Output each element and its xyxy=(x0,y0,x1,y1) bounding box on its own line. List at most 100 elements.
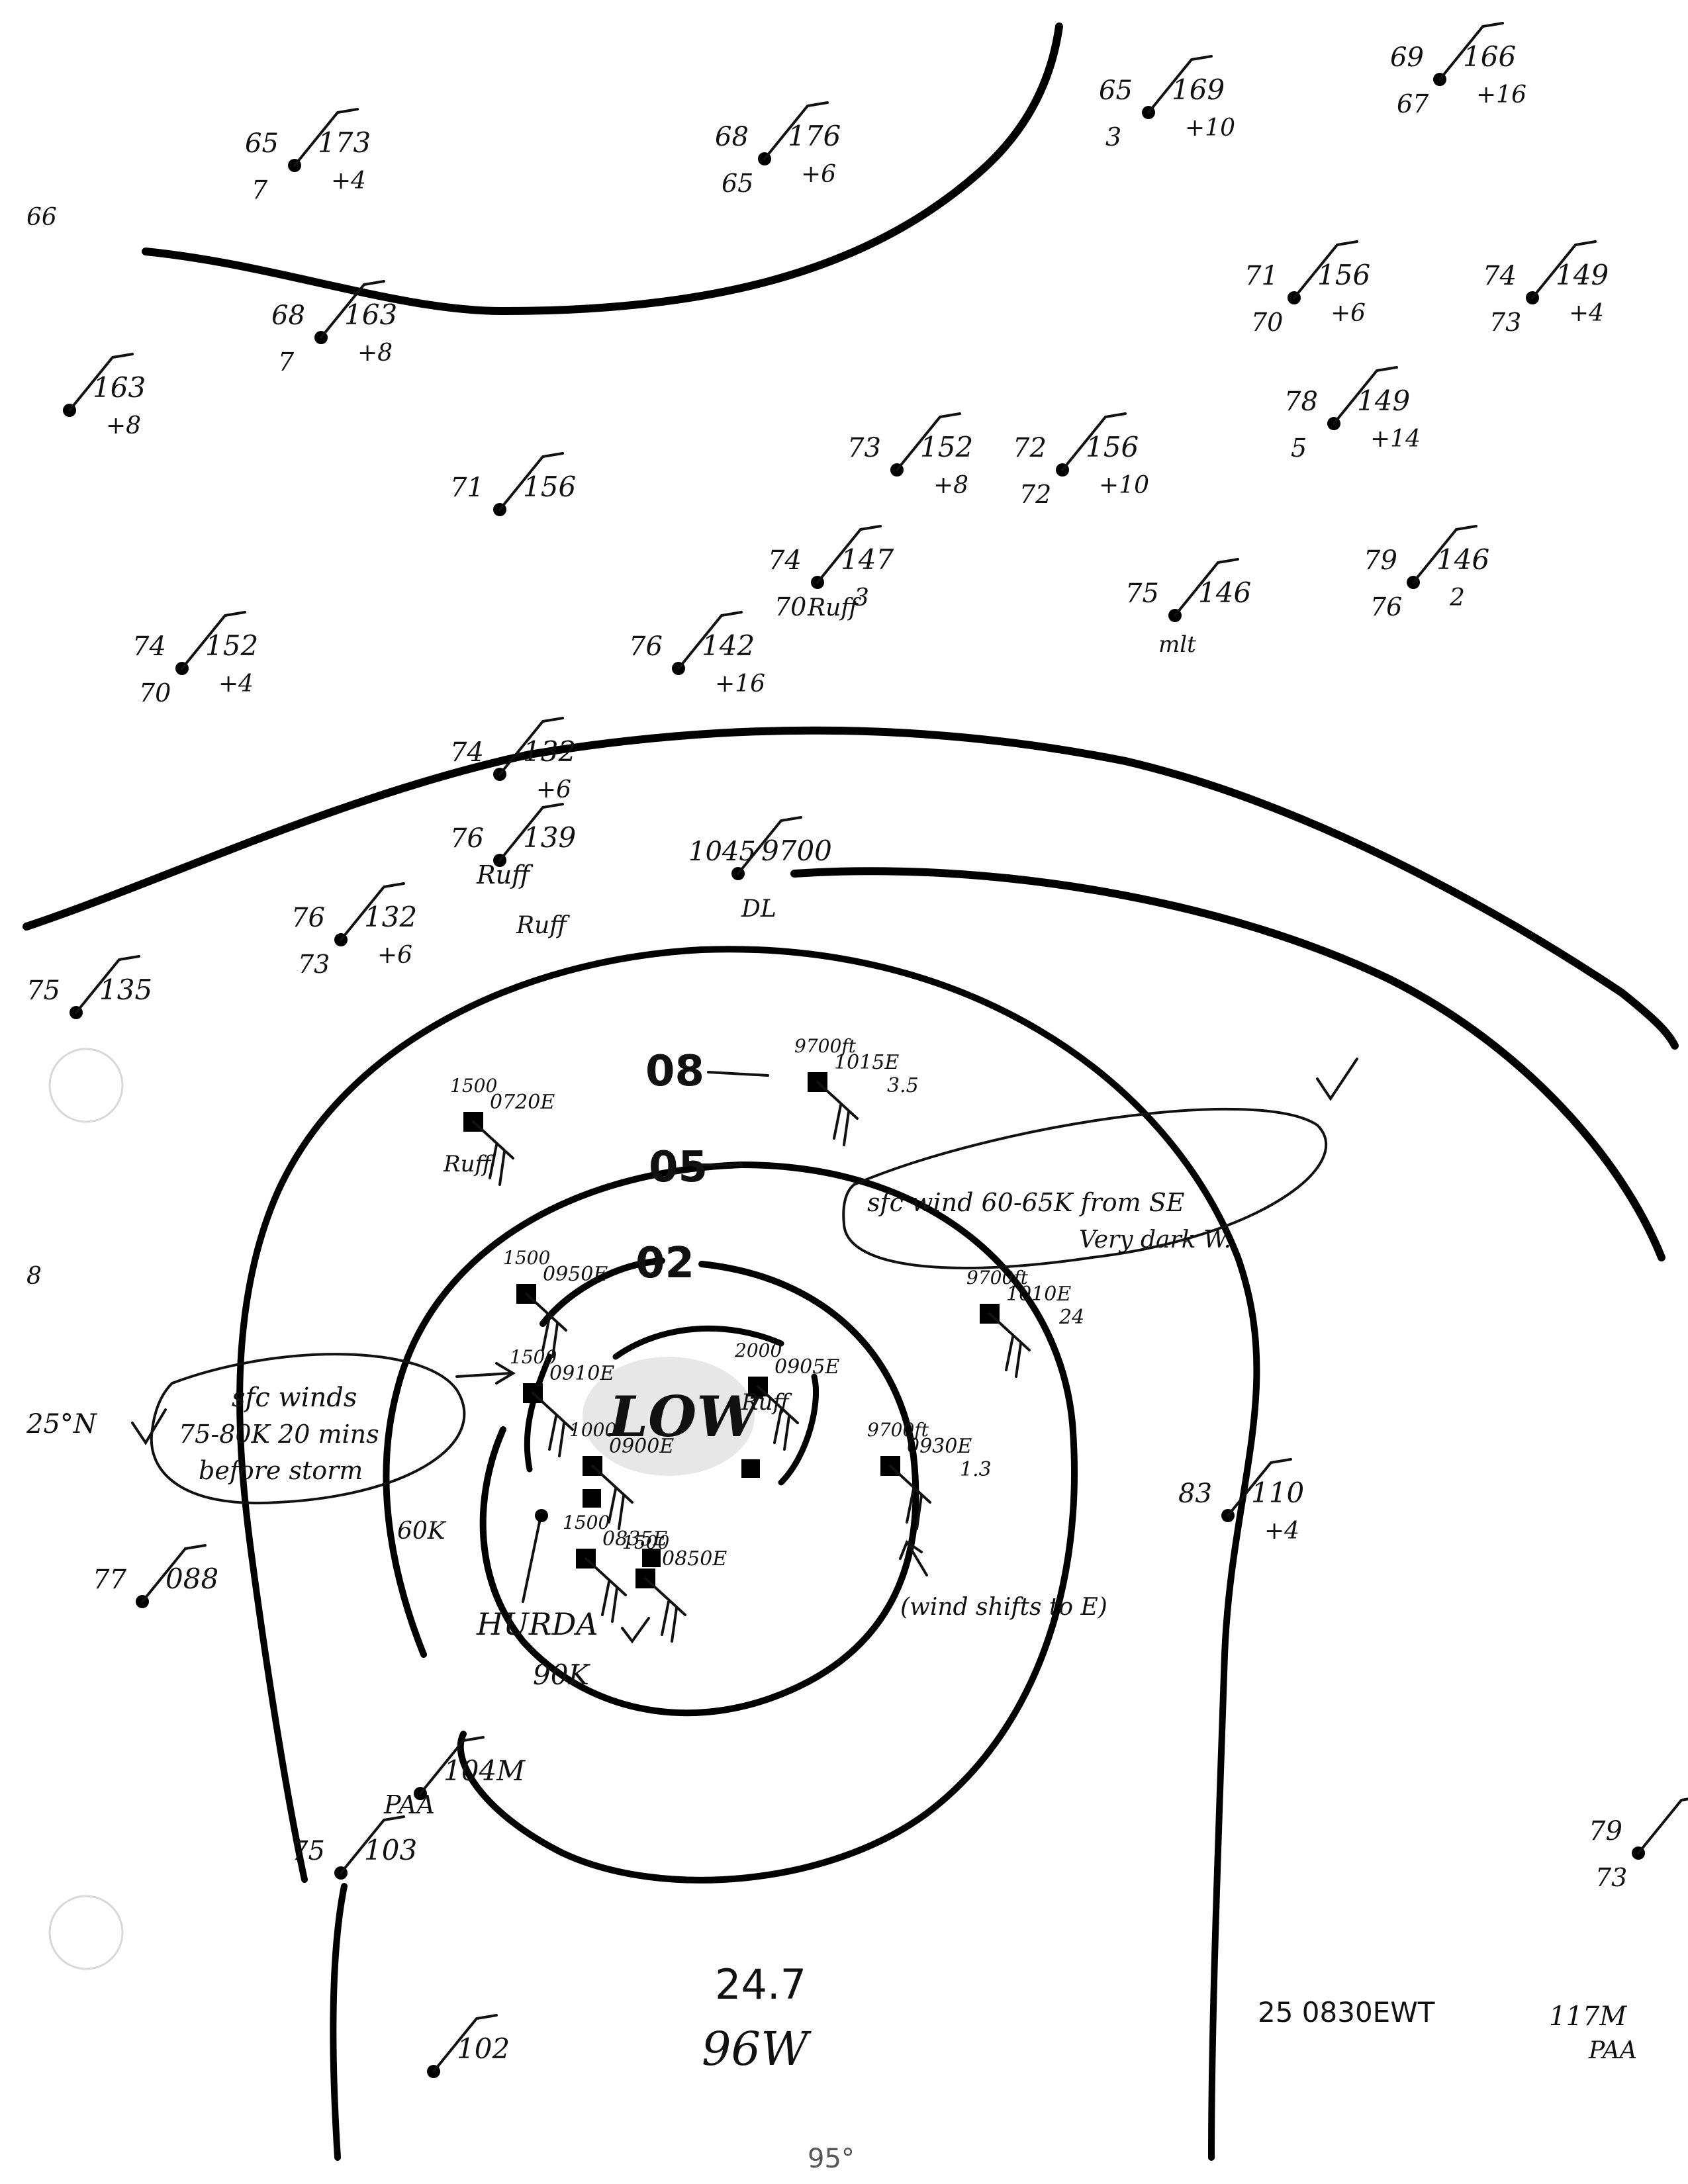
recon-wind-barb xyxy=(644,1577,686,1643)
station-pressure: 142 xyxy=(702,629,755,662)
station-tendency: +8 xyxy=(357,340,393,367)
station-plot: 102 xyxy=(427,2014,510,2078)
station-dew: 70 xyxy=(139,678,171,707)
station-pressure: 149 xyxy=(1357,385,1410,417)
recon-time: 0720E xyxy=(490,1091,555,1114)
station-pressure: 088 xyxy=(165,1563,218,1595)
station-temp: 79 xyxy=(1589,1816,1622,1846)
station-pressure: 169 xyxy=(1172,73,1225,106)
station-tendency: +4 xyxy=(331,167,366,195)
margin-mark-8: 8 xyxy=(26,1263,42,1290)
check-mark-2 xyxy=(131,1408,167,1445)
wind-barb xyxy=(340,1815,405,1874)
ruff-label-3: Ruff xyxy=(516,912,570,939)
recon-altitude: 9700ft xyxy=(966,1267,1029,1289)
station-temp: 76 xyxy=(450,823,484,854)
wind-barb xyxy=(677,611,743,670)
station-temp: 74 xyxy=(132,631,166,662)
station-plot: 79 73 xyxy=(1589,1797,1688,1892)
wind-barb xyxy=(896,412,961,471)
station-dew: 70 xyxy=(1251,308,1283,337)
station-temp: 76 xyxy=(629,631,663,662)
recon-value: 24 xyxy=(1058,1306,1084,1329)
station-tendency: +8 xyxy=(106,412,141,439)
position-latitude: 24.7 xyxy=(715,1960,806,2009)
station-temp: 71 xyxy=(450,473,484,503)
station-plot: 104M xyxy=(414,1736,526,1800)
ruff-label-2: Ruff xyxy=(807,594,861,621)
station-temp: 71 xyxy=(1244,261,1278,291)
pointer-hurda xyxy=(522,1521,541,1603)
station-temp: 74 xyxy=(768,545,802,576)
lower-right-station-id: 117M xyxy=(1549,2001,1627,2032)
isobar-center-left xyxy=(524,1353,553,1473)
station-pressure: 135 xyxy=(99,974,152,1006)
isobar-08 xyxy=(698,946,1260,2161)
isobar-label-02: 02 xyxy=(635,1239,694,1288)
recon-wind-barb xyxy=(757,1385,799,1451)
station-tendency: +4 xyxy=(1569,300,1604,327)
station-hurda xyxy=(535,1509,548,1522)
station-temp: 78 xyxy=(1284,387,1318,417)
note-left-line-2: 75-80K 20 mins xyxy=(179,1420,379,1449)
recon-altitude: 9700ft xyxy=(794,1035,857,1057)
storm-name-label: HURDA xyxy=(476,1606,598,1642)
wind-barb xyxy=(1412,525,1477,584)
station-dew: 5 xyxy=(1291,433,1307,463)
longitude-label: 95° xyxy=(808,2144,855,2174)
wind-barb xyxy=(1531,240,1597,299)
recon-time: 0900E xyxy=(609,1435,674,1458)
map-datetime: 25 0830EWT xyxy=(1258,1996,1435,2028)
punch-hole-lower xyxy=(48,1895,124,1970)
check-mark-1 xyxy=(1316,1058,1358,1101)
recon-wind-barb xyxy=(532,1392,574,1457)
ruff-label-5: Ruff xyxy=(741,1389,792,1416)
wind-barb xyxy=(432,2014,498,2073)
station-temp: 75 xyxy=(291,1836,325,1866)
station-tendency: 3 xyxy=(854,584,869,612)
station-pressure: 176 xyxy=(788,120,841,152)
recon-altitude: 9700ft xyxy=(867,1419,929,1441)
wind-barb xyxy=(1227,1458,1292,1517)
wind-barb xyxy=(340,882,405,941)
mlt-label: mlt xyxy=(1158,631,1196,658)
recon-time: 0905E xyxy=(774,1355,839,1379)
recon-wind-barb xyxy=(988,1312,1031,1378)
recon-wind-barb xyxy=(525,1293,567,1358)
wind-barb xyxy=(1061,412,1127,471)
station-tendency: +4 xyxy=(218,670,254,698)
station-dew: 73 xyxy=(1595,1863,1627,1892)
wind-barb xyxy=(816,525,882,584)
note-right-line-2: Very dark W. xyxy=(1079,1226,1231,1253)
storm-wind-label: 90K xyxy=(533,1659,590,1691)
isobar-08-bottom-left xyxy=(330,1883,348,2161)
station-pressure: 102 xyxy=(457,2032,510,2065)
station-dew: 76 xyxy=(1370,592,1402,621)
station-temp: 75 xyxy=(1125,578,1159,609)
wind-barb xyxy=(1637,1797,1688,1854)
station-pressure: 163 xyxy=(93,371,146,404)
ruff-label-4: Ruff xyxy=(443,1151,494,1177)
station-pressure: 132 xyxy=(523,735,576,768)
station-tendency: +14 xyxy=(1370,426,1421,453)
station-tendency: +6 xyxy=(536,776,571,803)
recon-observations: 9700ft1015E3.59700ft1010E249700ft0930E1.… xyxy=(450,1035,1084,1643)
station-tendency: +10 xyxy=(1185,114,1235,142)
station-dew: 70 xyxy=(774,592,806,621)
station-temp: 77 xyxy=(93,1565,126,1595)
